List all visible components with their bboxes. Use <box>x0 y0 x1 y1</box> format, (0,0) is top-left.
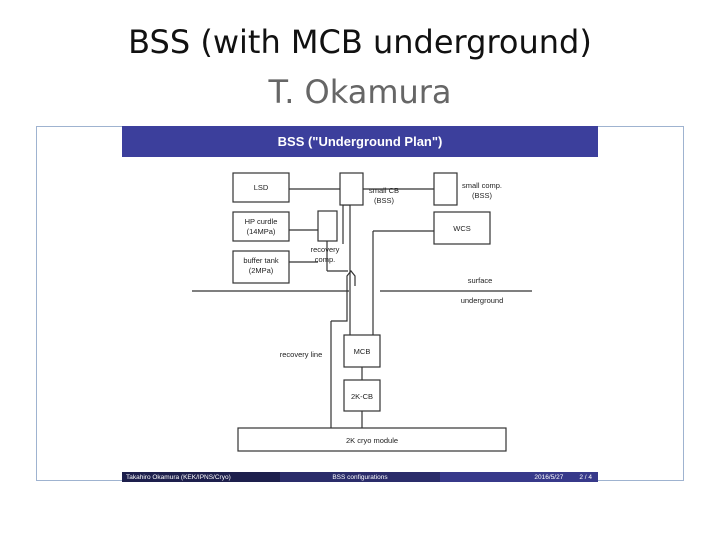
line-recovery-to-smallcb <box>342 204 350 244</box>
footer-author: Takahiro Okamura (KEK/IPNS/Cryo) <box>122 472 280 482</box>
small-comp-sub: (BSS) <box>472 191 493 200</box>
hp-curdle-label: HP curdle <box>245 217 278 226</box>
recovery-comp-label: recovery <box>311 245 340 254</box>
cryo-module-label: 2K cryo module <box>346 436 398 445</box>
lsd-label: LSD <box>254 183 269 192</box>
wcs-box <box>433 211 491 245</box>
buffer-tank-pressure: (2MPa) <box>249 266 274 275</box>
small-cb-label: small CB <box>369 186 399 195</box>
small-cb-box <box>339 172 364 206</box>
mcb-label: MCB <box>354 347 371 356</box>
small-comp-box <box>433 172 458 206</box>
line-recovery-line-top <box>331 270 356 322</box>
recovery-comp-label-2: comp. <box>315 255 335 264</box>
small-comp-label: small comp. <box>462 181 502 190</box>
recovery-comp-box <box>317 210 338 242</box>
footer-page: 2 / 4 <box>579 473 592 481</box>
surface-label: surface <box>468 276 493 285</box>
footer-meta: 2016/5/27 2 / 4 <box>440 472 598 482</box>
cryo-module-box <box>237 427 507 452</box>
hp-curdle-box <box>232 211 290 242</box>
lsd-box <box>232 172 290 203</box>
mcb-box <box>343 334 381 368</box>
page-title: BSS (with MCB underground) <box>128 23 592 61</box>
page-author: T. Okamura <box>268 73 452 111</box>
2k-cb-box <box>343 379 381 412</box>
slide-footer: Takahiro Okamura (KEK/IPNS/Cryo) BSS con… <box>122 472 598 482</box>
bss-diagram: LSD HP curdle (14MPa) buffer tank (2MPa)… <box>192 172 532 452</box>
buffer-tank-label: buffer tank <box>243 256 279 265</box>
hp-curdle-pressure: (14MPa) <box>247 227 276 236</box>
wcs-label: WCS <box>453 224 471 233</box>
2k-cb-label: 2K-CB <box>351 392 373 401</box>
slide-header: BSS ("Underground Plan") <box>122 126 598 157</box>
underground-label: underground <box>461 296 504 305</box>
buffer-tank-box <box>232 250 290 284</box>
slide: BSS ("Underground Plan") <box>122 126 598 482</box>
footer-date: 2016/5/27 <box>534 473 564 481</box>
small-cb-sub: (BSS) <box>374 196 395 205</box>
recovery-line-label: recovery line <box>280 350 323 359</box>
footer-topic: BSS configurations <box>280 472 440 482</box>
